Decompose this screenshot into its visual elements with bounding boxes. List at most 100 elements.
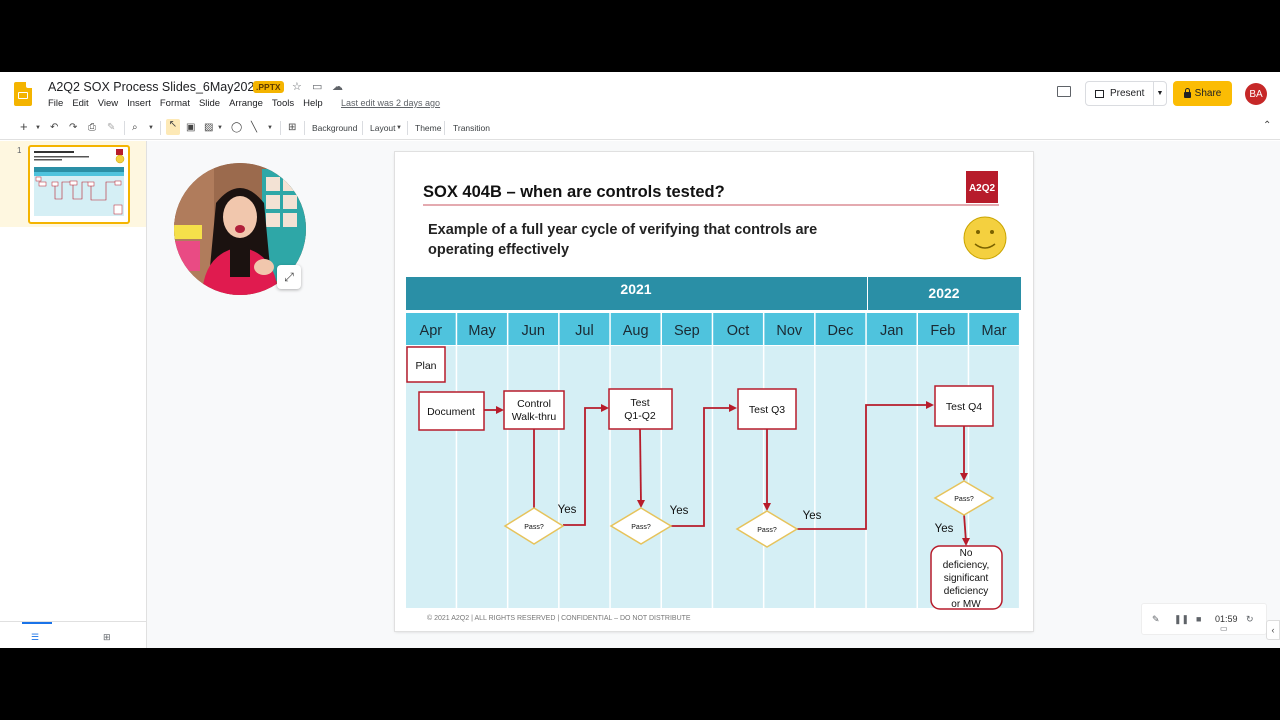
select-cursor-icon[interactable]: ↖ [166, 119, 180, 135]
recording-controls: ✎ ❚❚ ■ 01:59 ↻ ▭ [1141, 603, 1267, 635]
present-options-chevron-down-icon[interactable]: ▼ [1153, 82, 1166, 105]
share-label: Share [1195, 88, 1222, 99]
new-slide-chevron-down-icon[interactable]: ▼ [35, 125, 41, 131]
present-icon [1095, 90, 1104, 98]
month-column-jan [867, 346, 917, 608]
slide-canvas: ⤢ SOX 404B – when are controls tested? A… [147, 141, 1280, 648]
menu-format[interactable]: Format [160, 98, 190, 109]
image-icon[interactable]: ▨ [204, 122, 213, 133]
yes-label-1: Yes [558, 504, 577, 516]
year-2022-label: 2022 [928, 285, 959, 301]
title-bar: A2Q2 SOX Process Slides_6May2021 .PPTX ☆… [0, 72, 1280, 116]
yes-label-3: Yes [803, 510, 822, 522]
theme-button[interactable]: Theme [415, 123, 441, 133]
collapse-menus-chevron-up-icon[interactable]: ⌃ [1263, 120, 1271, 131]
result-line-5: or MW [951, 599, 981, 610]
stop-icon[interactable]: ■ [1196, 614, 1201, 624]
star-icon[interactable]: ☆ [292, 80, 302, 93]
menu-help[interactable]: Help [303, 98, 323, 109]
test-q4-label: Test Q4 [946, 401, 982, 413]
menu-edit[interactable]: Edit [72, 98, 88, 109]
test-q1q2-line-1: Test [630, 397, 649, 409]
year-2021-label: 2021 [620, 281, 651, 297]
month-column-may [457, 346, 507, 608]
month-column-oct [713, 346, 763, 608]
line-icon[interactable]: ╲ [251, 122, 257, 133]
add-comment-icon[interactable]: ⊞ [288, 122, 296, 133]
pen-icon[interactable]: ✎ [1152, 614, 1160, 625]
move-folder-icon[interactable]: ▭ [312, 80, 322, 93]
pass-label-1: Pass? [524, 524, 544, 531]
account-avatar[interactable]: BA [1245, 83, 1267, 105]
speaker-notes-icon[interactable]: ▭ [1220, 624, 1228, 633]
menu-insert[interactable]: Insert [127, 98, 151, 109]
result-line-2: deficiency, [943, 560, 990, 571]
toolbar: + ▼ ↶ ↷ ⎙ ✎ ⌕ ▼ ↖ ▣ ▨ ▼ ◯ ╲ ▼ ⊞ Backgrou… [0, 116, 1280, 140]
month-label-aug: Aug [623, 323, 649, 339]
pass-label-3: Pass? [757, 527, 777, 534]
paint-format-icon[interactable]: ✎ [107, 122, 115, 133]
month-label-may: May [468, 323, 496, 339]
transition-button[interactable]: Transition [453, 123, 490, 133]
slide-content: SOX 404B – when are controls tested? A2Q… [395, 152, 1033, 631]
slides-app: A2Q2 SOX Process Slides_6May2021 .PPTX ☆… [0, 72, 1280, 648]
toolbar-divider [444, 121, 445, 135]
yes-label-4: Yes [935, 523, 954, 535]
zoom-icon[interactable]: ⌕ [132, 122, 138, 133]
restart-icon[interactable]: ↻ [1246, 614, 1254, 625]
cloud-status-icon[interactable]: ☁ [332, 80, 343, 93]
background-button[interactable]: Background [312, 123, 357, 133]
collapse-side-panel-chevron-icon[interactable]: ‹ [1266, 620, 1280, 640]
month-label-oct: Oct [727, 323, 750, 339]
redo-icon[interactable]: ↷ [69, 122, 77, 133]
expand-video-icon[interactable]: ⤢ [277, 265, 301, 289]
menu-tools[interactable]: Tools [272, 98, 294, 109]
layout-button[interactable]: Layout [370, 123, 396, 133]
present-button[interactable]: Present ▼ [1085, 81, 1167, 106]
comment-history-icon[interactable] [1057, 86, 1071, 97]
line-chevron-down-icon[interactable]: ▼ [267, 125, 273, 131]
menu-file[interactable]: File [48, 98, 63, 109]
plan-label: Plan [415, 360, 436, 372]
document-title[interactable]: A2Q2 SOX Process Slides_6May2021 [48, 80, 261, 94]
new-slide-plus-icon[interactable]: + [20, 119, 28, 134]
test-q3-label: Test Q3 [749, 404, 785, 416]
result-line-1: No [960, 548, 973, 559]
pause-icon[interactable]: ❚❚ [1174, 614, 1189, 625]
slides-logo-icon[interactable] [14, 82, 32, 106]
menu-slide[interactable]: Slide [199, 98, 220, 109]
text-box-icon[interactable]: ▣ [186, 122, 195, 133]
slide-title: SOX 404B – when are controls tested? [423, 183, 725, 201]
a2q2-logo: A2Q2 [966, 171, 998, 203]
share-button[interactable]: Share [1173, 81, 1232, 106]
slide-thumbnail[interactable] [28, 145, 130, 224]
toolbar-divider [362, 121, 363, 135]
toolbar-divider [304, 121, 305, 135]
test-q1q2-line-2: Q1-Q2 [624, 410, 656, 422]
month-column-dec [816, 346, 866, 608]
lock-icon [1184, 92, 1191, 98]
zoom-chevron-down-icon[interactable]: ▼ [148, 125, 154, 131]
slide-thumbnail-selected[interactable]: 1 [0, 141, 146, 227]
shape-icon[interactable]: ◯ [231, 122, 242, 133]
menu-view[interactable]: View [98, 98, 118, 109]
slide-footer: © 2021 A2Q2 | ALL RIGHTS RESERVED | CONF… [427, 614, 691, 622]
menu-arrange[interactable]: Arrange [229, 98, 263, 109]
grid-view-icon[interactable]: ⊞ [103, 632, 111, 643]
month-columns: AprMayJunJulAugSepOctNovDecJanFebMar [406, 313, 1019, 608]
month-label-apr: Apr [420, 323, 443, 339]
layout-chevron-down-icon[interactable]: ▼ [396, 125, 402, 131]
print-icon[interactable]: ⎙ [88, 122, 96, 133]
result-line-4: deficiency [944, 586, 988, 597]
undo-icon[interactable]: ↶ [50, 122, 58, 133]
current-slide[interactable]: SOX 404B – when are controls tested? A2Q… [395, 152, 1033, 631]
test-q1q2-box [609, 389, 672, 429]
filmstrip-view-icon[interactable]: ☰ [31, 632, 39, 643]
result-line-3: significant [944, 573, 989, 584]
last-edit-link[interactable]: Last edit was 2 days ago [341, 98, 440, 108]
image-chevron-down-icon[interactable]: ▼ [217, 125, 223, 131]
toolbar-divider [124, 121, 125, 135]
pass-label-2: Pass? [631, 524, 651, 531]
toolbar-divider [160, 121, 161, 135]
month-column-nov [764, 346, 814, 608]
